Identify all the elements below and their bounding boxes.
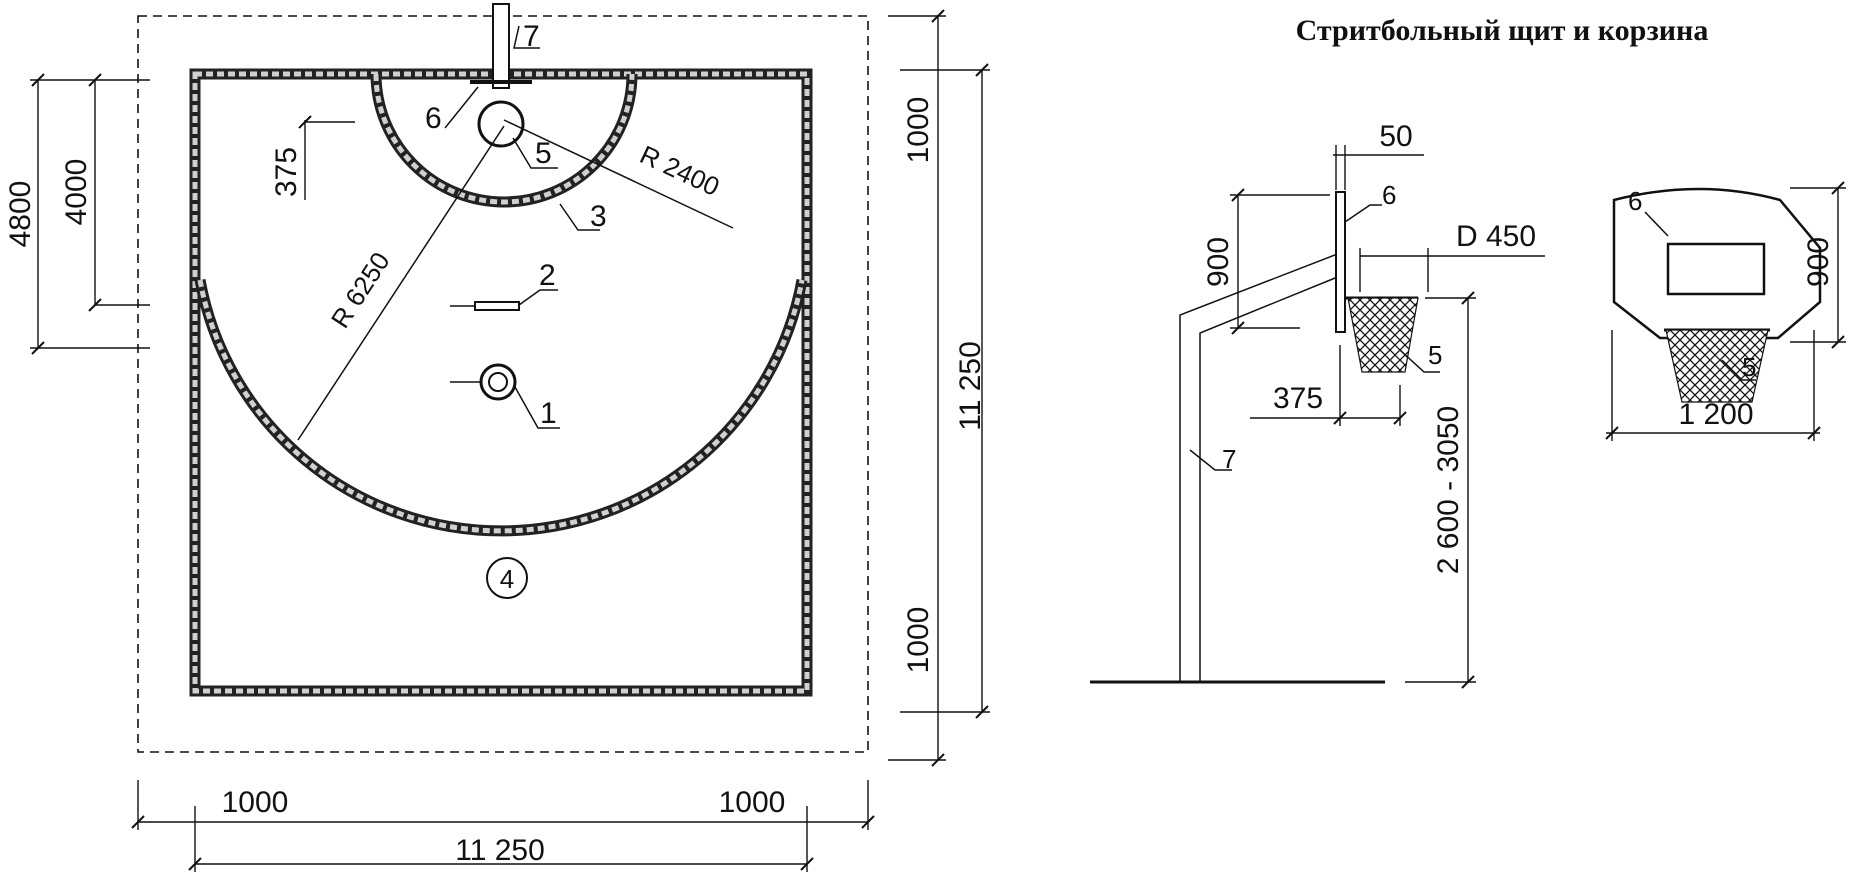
side-dim-height: 900 bbox=[1202, 237, 1235, 287]
dim-left-outer: 4800 bbox=[4, 181, 37, 248]
dim-right-top: 1000 bbox=[902, 97, 935, 164]
front-net bbox=[1665, 329, 1769, 403]
marker-5-hoop: 5 bbox=[535, 137, 552, 170]
front-view: 900 1 200 6 5 bbox=[1605, 181, 1846, 441]
diagram-title: Стритбольный щит и корзина bbox=[1296, 14, 1709, 47]
court-plan: 7 6 5 3 2 1 4 R 6250 R 2400 4800 4000 37… bbox=[4, 3, 990, 872]
dim-bottom-right: 1000 bbox=[719, 786, 786, 819]
front-dim-width: 1 200 bbox=[1678, 398, 1753, 431]
side-net bbox=[1347, 297, 1419, 373]
marker-2-line: 2 bbox=[539, 259, 556, 292]
side-marker-6: 6 bbox=[1382, 180, 1396, 210]
dim-right-total: 11 250 bbox=[954, 341, 987, 431]
side-backboard bbox=[1335, 191, 1346, 333]
post-inner bbox=[1199, 275, 1341, 682]
side-dim-offset: 375 bbox=[1273, 382, 1323, 415]
dim-bottom-left: 1000 bbox=[222, 786, 289, 819]
three-point-arc bbox=[194, 279, 808, 537]
marker-7-post: 7 bbox=[523, 20, 540, 53]
marker-3-zone: 3 bbox=[590, 200, 607, 233]
side-dim-thickness: 50 bbox=[1379, 120, 1412, 153]
dim-offset: 375 bbox=[270, 147, 303, 197]
marker-4-circle bbox=[486, 557, 528, 599]
front-target-square bbox=[1666, 242, 1766, 296]
side-marker-7: 7 bbox=[1222, 444, 1236, 474]
marker-6-backboard: 6 bbox=[425, 102, 442, 135]
radius-small-label: R 2400 bbox=[635, 139, 724, 202]
post-top bbox=[492, 3, 510, 89]
marker-1-center: 1 bbox=[540, 397, 557, 430]
marker-4-court: 4 bbox=[500, 564, 514, 594]
front-dim-height: 900 bbox=[1802, 237, 1835, 287]
radius-big-line bbox=[297, 125, 505, 441]
hoop-circle bbox=[477, 100, 525, 148]
side-dim-rim-height: 2 600 - 3050 bbox=[1432, 406, 1465, 574]
dim-left-inner: 4000 bbox=[60, 159, 93, 226]
side-marker-5: 5 bbox=[1428, 340, 1442, 370]
dim-bottom-total: 11 250 bbox=[455, 834, 545, 867]
free-throw-line bbox=[474, 301, 520, 311]
radius-big-label: R 6250 bbox=[325, 247, 396, 334]
side-view: 50 900 D 450 375 2 600 - 3050 6 5 7 bbox=[1090, 120, 1545, 689]
post-outer bbox=[1179, 252, 1341, 682]
front-marker-6: 6 bbox=[1628, 186, 1642, 216]
radius-small-line bbox=[503, 119, 734, 229]
front-marker-5: 5 bbox=[1742, 352, 1756, 382]
dim-right-bottom: 1000 bbox=[902, 607, 935, 674]
side-dim-diameter: D 450 bbox=[1456, 220, 1536, 253]
